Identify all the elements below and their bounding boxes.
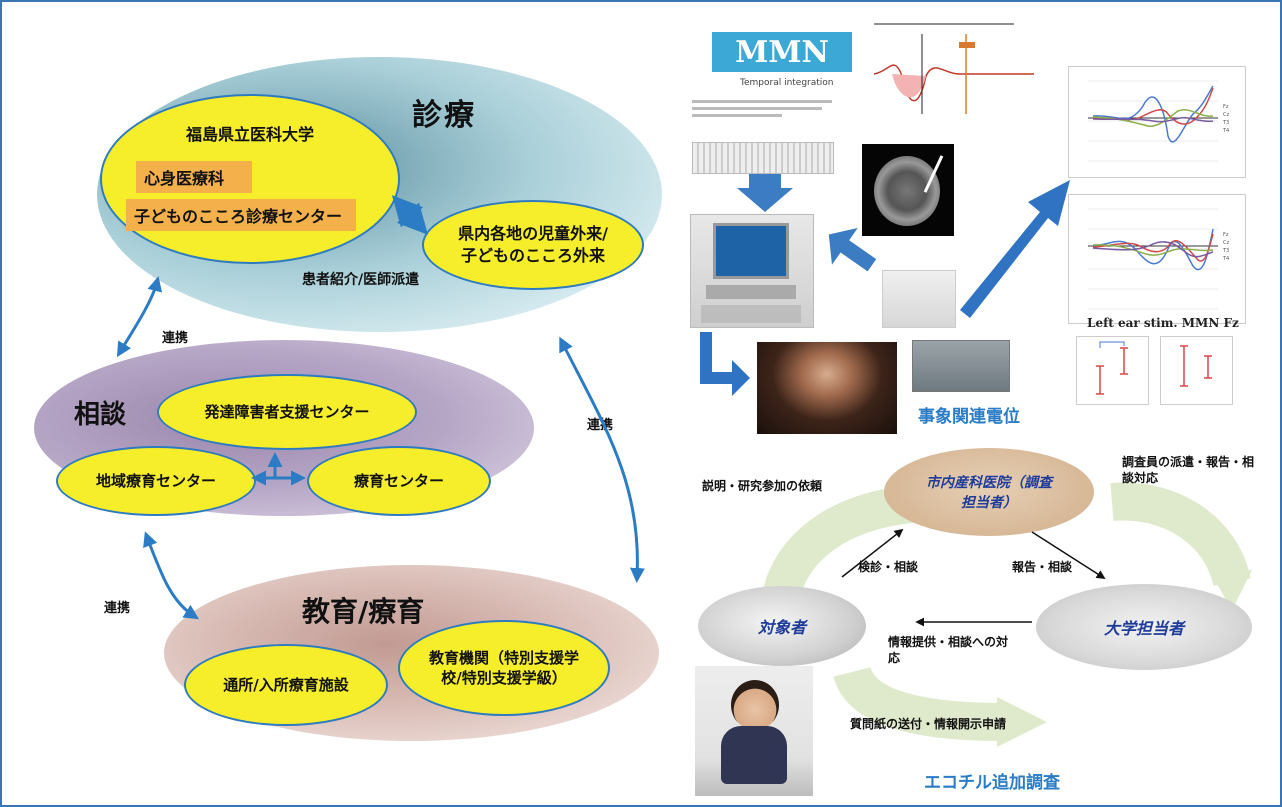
regional-therapy-center-ellipse: 地域療育センター	[56, 446, 256, 516]
shinryo-title: 診療	[412, 98, 476, 133]
svg-text:T4: T4	[1222, 256, 1229, 262]
hospital-text: 市内産科医院（調査担当者）	[926, 475, 1052, 511]
mmn-waveform	[873, 23, 1034, 114]
explain-request-text: 説明・研究参加の依頼	[702, 479, 823, 493]
brain-mri-photo	[862, 144, 954, 236]
svg-text:Fz: Fz	[1223, 104, 1229, 110]
therapy-center-text: 療育センター	[353, 471, 444, 490]
mmn-description-lines	[692, 96, 842, 121]
big-diagonal-arrow	[960, 180, 1070, 318]
svg-text:T4: T4	[1222, 128, 1229, 134]
toddler-photo	[695, 666, 813, 796]
cycle-black-arrows	[841, 528, 1106, 627]
down-arrow-1	[737, 174, 793, 212]
svg-text:Cz: Cz	[1223, 240, 1229, 246]
mmn-fz-errorbar-plots	[1076, 336, 1233, 405]
info-provision-text: 情報提供・相談への対応	[888, 635, 1009, 666]
university-name: 福島県立医科大学	[185, 125, 314, 144]
cycle-background-arrows	[747, 482, 1252, 747]
university-staff-text: 大学担当者	[1103, 619, 1184, 638]
link-arrow-shinryo-kyoiku	[559, 336, 645, 583]
svg-text:Cz: Cz	[1223, 112, 1229, 118]
mmn-title: MMN	[735, 34, 829, 70]
arrow-to-machine	[828, 228, 877, 272]
erp-label: 事象関連電位	[918, 407, 1020, 427]
elbow-arrow	[700, 332, 750, 396]
link-arrow-shinryo-soudan	[116, 276, 163, 358]
education-institution-text: 教育機関（特別支援学校/特別支援学級）	[428, 648, 579, 687]
soudan-title: 相談	[74, 400, 127, 430]
svg-text:T3: T3	[1222, 120, 1229, 126]
regional-therapy-center-text: 地域療育センター	[95, 471, 216, 490]
dispatch-report-text: 調査員の派遣・報告・相談対応	[1122, 455, 1255, 486]
svg-text:T3: T3	[1222, 248, 1229, 254]
stimulus-device-photo	[912, 340, 1010, 392]
referral-label: 患者紹介/医師派遣	[302, 272, 420, 288]
exam-consult-text: 検診・相談	[858, 560, 919, 574]
svg-text:Fz: Fz	[1223, 232, 1229, 238]
report-consult-text: 報告・相談	[1012, 560, 1073, 574]
child-face-photo	[757, 342, 897, 434]
regional-clinics-ellipse: 県内各地の児童外来/子どものこころ外来	[422, 200, 644, 290]
mmn-subtitle: Temporal integration	[740, 78, 834, 88]
kyoiku-title: 教育/療育	[302, 595, 425, 628]
day-residential-facility-text: 通所/入所療育施設	[223, 675, 349, 694]
double-arrow-university-clinics	[391, 195, 429, 235]
therapy-center-ellipse: 療育センター	[307, 446, 491, 516]
dept-psychosomatic: 心身医療科	[136, 161, 252, 193]
mmn-banner: MMN	[712, 32, 852, 72]
link-label-3: 連携	[104, 601, 131, 616]
hospital-ellipse: 市内産科医院（調査担当者）	[884, 448, 1094, 536]
link-label-1: 連携	[162, 331, 189, 346]
education-institution-ellipse: 教育機関（特別支援学校/特別支援学級）	[398, 620, 610, 716]
dev-disorder-support-ellipse: 発達障害者支援センター	[157, 374, 417, 450]
temporal-integration-figure	[692, 142, 834, 174]
ecochil-label: エコチル追加調査	[924, 773, 1060, 793]
left-arrows	[116, 195, 645, 620]
subject-ellipse: 対象者	[698, 586, 866, 666]
regional-clinics-text: 県内各地の児童外来/子どものこころ外来	[458, 224, 608, 265]
questionnaire-text: 質問紙の送付・情報開示申請	[850, 717, 1007, 731]
headphones-photo	[882, 270, 956, 328]
link-arrow-soudan-kyoiku	[143, 531, 200, 620]
day-residential-facility-ellipse: 通所/入所療育施設	[184, 644, 388, 726]
mmn-fz-plot-title: Left ear stim. MMN Fz	[1087, 316, 1239, 330]
dept-child-mind-center: 子どものこころ診療センター	[126, 199, 356, 231]
eeg-machine-photo	[690, 214, 814, 328]
dev-disorder-support-text: 発達障害者支援センター	[204, 402, 370, 421]
university-staff-ellipse: 大学担当者	[1036, 584, 1252, 670]
subject-text: 対象者	[757, 618, 806, 637]
